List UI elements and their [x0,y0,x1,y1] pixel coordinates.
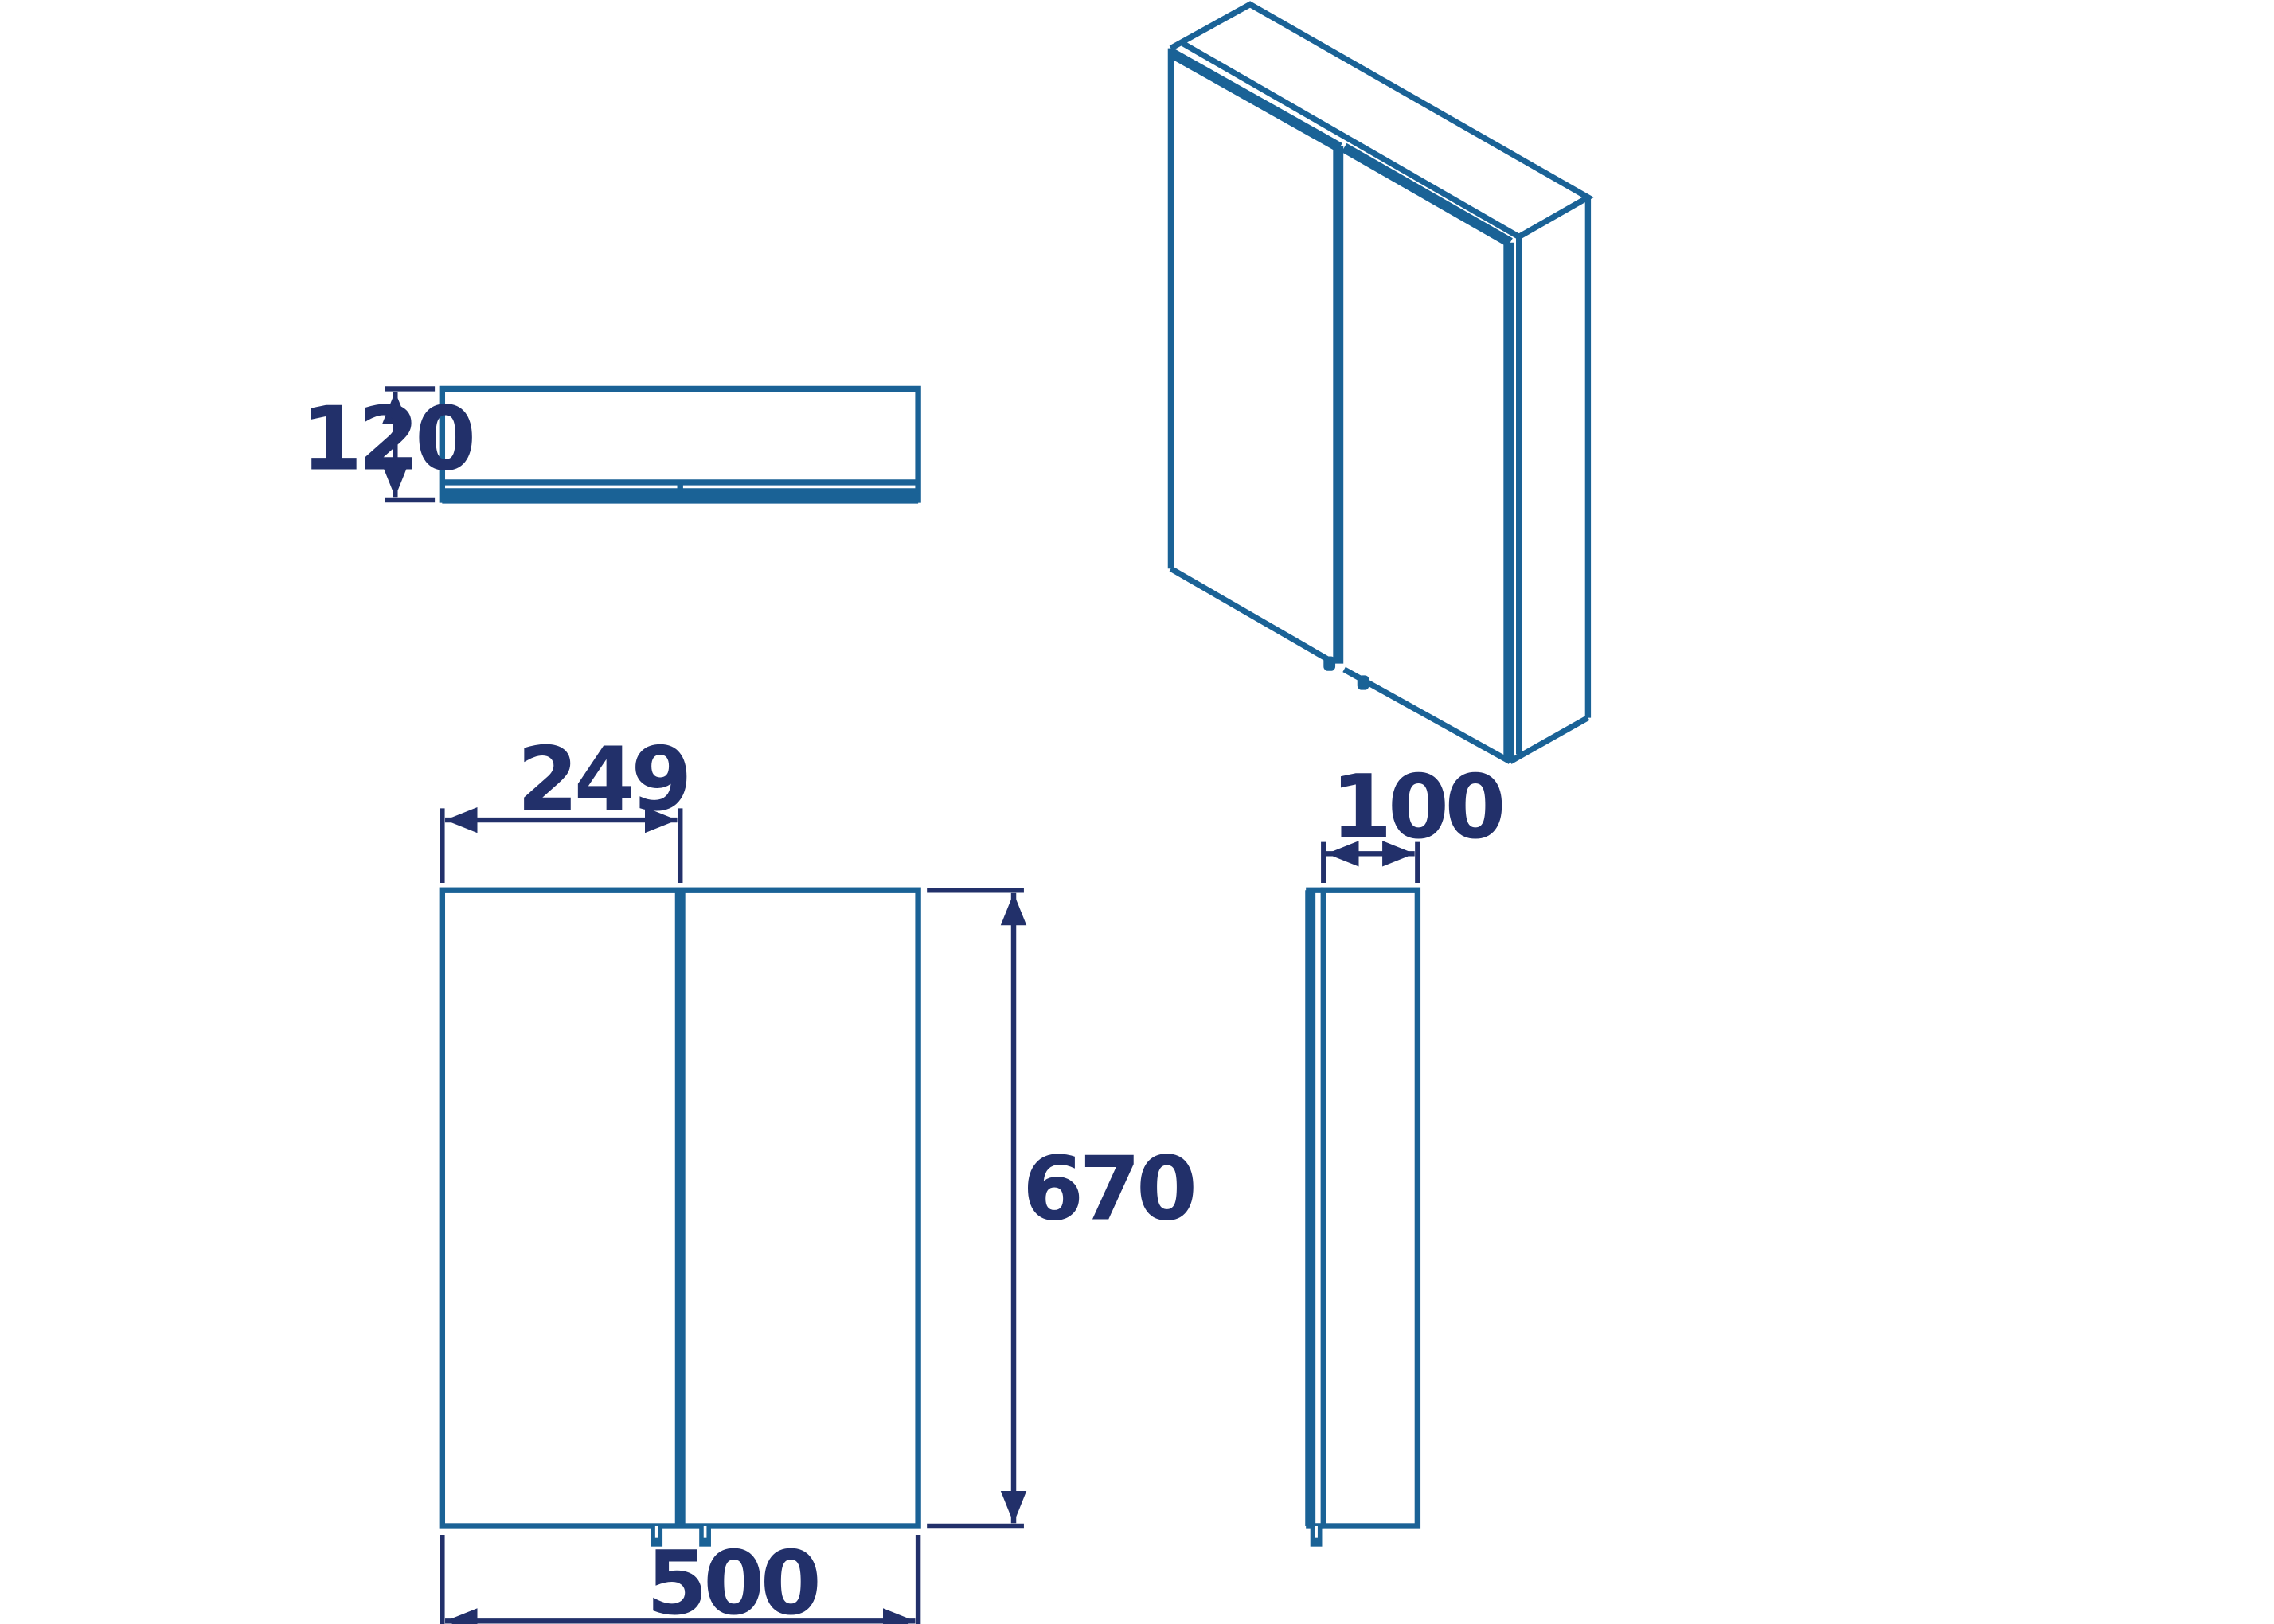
dimension-total-height: 670 [927,888,1198,1529]
dimension-label-249: 249 [517,728,687,831]
front-view [439,887,921,1547]
dimension-label-670: 670 [1022,1138,1194,1241]
dimension-door-width: 249 [440,728,692,884]
dimension-label-100: 100 [1331,756,1502,859]
dimension-side-depth: 100 [1321,756,1506,884]
isometric-view [1167,1,1594,764]
dimension-label-120: 120 [301,388,472,491]
top-view [439,385,921,504]
dimension-label-500: 500 [647,1532,818,1624]
dimension-depth-top: 120 [301,386,477,503]
side-view [1305,887,1421,1547]
dimension-total-width: 500 [440,1532,921,1624]
